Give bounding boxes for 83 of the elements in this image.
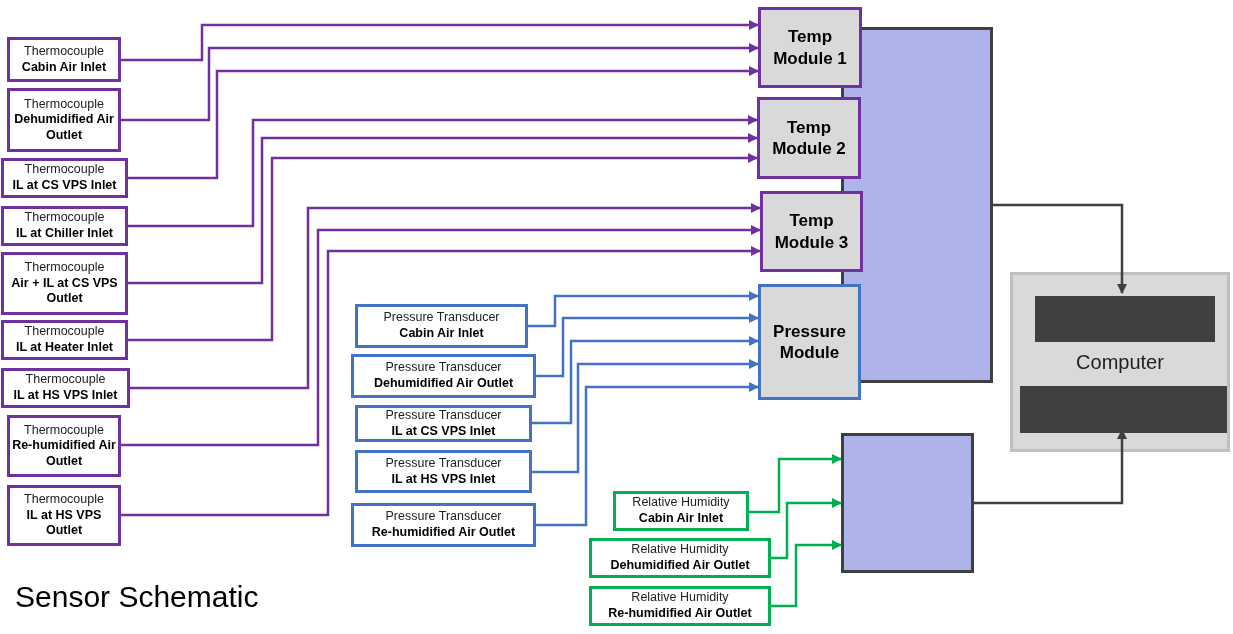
module-label: Pressure Module [772,320,847,364]
arrow [128,153,758,342]
sensor-box [355,405,532,442]
sensor-type: Thermocouple [24,260,105,276]
sensor-location: IL at CS VPS Inlet [391,423,496,440]
sensor-box [351,354,536,398]
sensor-type: Thermocouple [24,324,105,340]
computer-label: Computer [1076,349,1164,375]
sensor-type: Pressure Transducer [385,407,502,424]
sensor-location: Dehumidified Air Outlet [373,376,514,392]
arrow [749,454,842,514]
arrow [128,115,758,228]
sensor-type: Thermocouple [24,96,104,113]
sensor-location: Dehumidified Air Outlet [13,112,115,144]
sensor-location: IL at Chiller Inlet [16,226,113,242]
sensor-location: Dehumidified Air Outlet [610,558,750,574]
arrow [536,313,759,378]
software-box [1020,386,1227,433]
sensor-type: Pressure Transducer [383,310,500,326]
sensor-box [1,158,128,198]
sensor-location: Re-humidified Air Outlet [371,525,516,541]
diagram-title: Sensor Schematic [15,580,259,614]
arrow [993,203,1127,294]
arrow [771,540,842,608]
sensor-type: Relative Humidity [632,495,730,511]
sensor-box [7,415,121,477]
module-box [757,97,861,179]
sensor-type: Thermocouple [24,162,105,178]
arrow [532,336,759,425]
sensor-box [7,485,121,546]
sensor-type: Pressure Transducer [385,360,502,376]
module-box [760,191,863,272]
sensor-location: IL at Heater Inlet [16,340,113,356]
sensor-location: IL at CS VPS Inlet [12,178,117,194]
sensor-type: Thermocouple [24,492,104,508]
arrow [121,246,761,517]
module-box [758,7,862,88]
sensor-location: Re-humidified Air Outlet [11,438,117,470]
module-box [758,284,861,400]
arrow [121,43,759,122]
sensor-location: IL at HS VPS Inlet [13,388,118,404]
arrow [771,498,842,560]
hardware-box [841,433,974,573]
sensor-location: Air + IL at CS VPS Outlet [10,275,119,307]
sensor-box [355,450,532,493]
sensor-box [351,503,536,547]
sensor-location: Cabin Air Inlet [638,511,724,527]
module-label: Temp Module 2 [771,116,847,160]
sensor-type: Pressure Transducer [385,455,502,472]
sensor-box [1,368,130,408]
sensor-type: Thermocouple [24,210,105,226]
arrow [128,66,759,180]
sensor-type: Thermocouple [24,422,104,439]
arrow [121,225,761,447]
sensor-box [355,304,528,348]
arrow [528,291,759,328]
sensor-box [589,586,771,626]
sensor-location: Re-humidified Air Outlet [608,606,752,622]
sensor-type: Relative Humidity [631,542,729,558]
sensor-box [1,252,128,315]
module-label: Temp Module 1 [772,26,848,69]
arrow [128,133,758,285]
software-box [1035,296,1215,342]
sensor-box [589,538,771,578]
module-label: Temp Module 3 [773,210,850,253]
sensor-location: IL at HS VPS Inlet [391,471,496,488]
sensor-type: Thermocouple [24,43,104,60]
sensor-box [613,491,749,531]
sensor-location: Cabin Air Inlet [399,326,484,342]
sensor-box [1,320,128,360]
sensor-type: Relative Humidity [631,590,729,606]
sensor-box [7,37,121,82]
arrow [532,359,759,474]
arrow [130,203,761,390]
computer-panel [1010,272,1230,452]
sensor-type: Thermocouple [25,372,106,388]
sensor-location: Cabin Air Inlet [21,59,107,76]
sensor-location: IL at HS VPS Outlet [25,507,103,539]
arrow [121,20,759,62]
sensor-box [7,88,121,152]
sensor-type: Pressure Transducer [385,509,502,525]
arrow [536,382,759,527]
sensor-box [1,206,128,246]
